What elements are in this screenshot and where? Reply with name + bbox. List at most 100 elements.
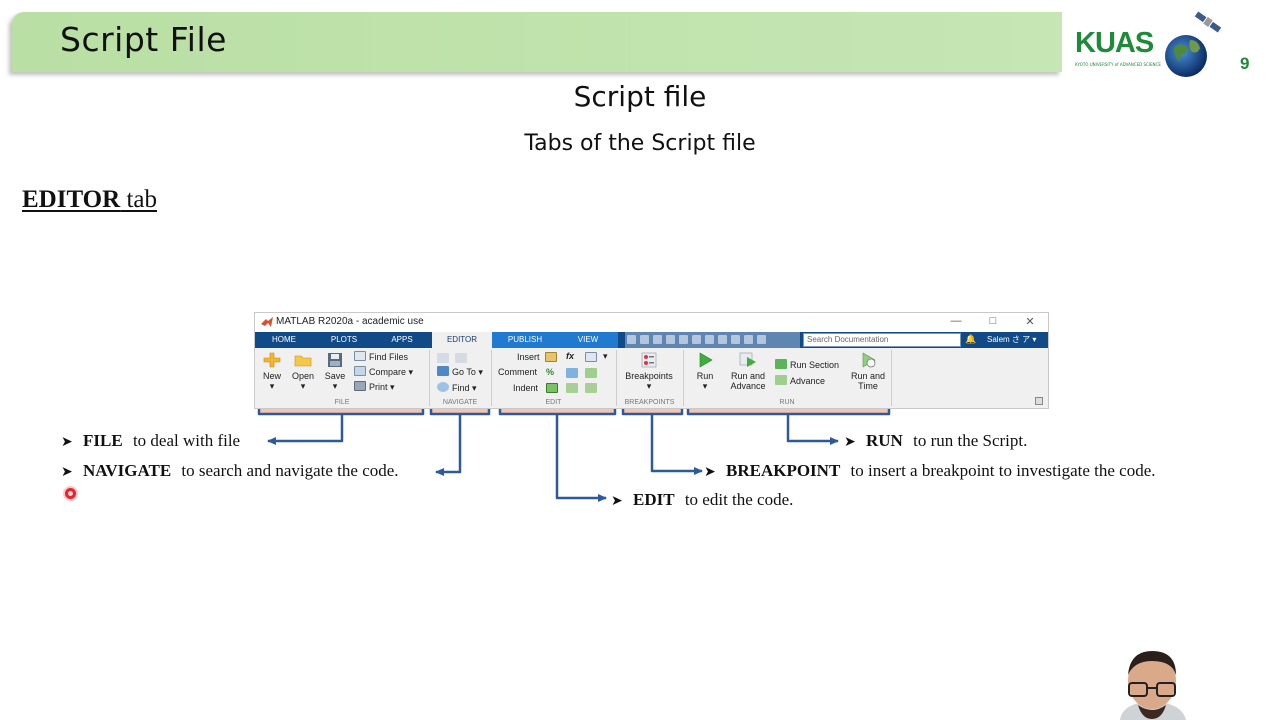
bullet-arrow-icon: ➤ <box>704 465 716 480</box>
tab-publish[interactable]: PUBLISH <box>492 332 558 348</box>
advance-label: Advance <box>790 376 826 386</box>
find-files-button[interactable]: Find Files <box>354 351 408 363</box>
group-label-edit: EDIT <box>545 399 562 406</box>
group-label-breakpoints: BREAKPOINTS <box>624 399 675 406</box>
comment-button[interactable]: Comment <box>498 366 537 378</box>
advance-button[interactable]: Advance <box>775 375 825 387</box>
tab-home[interactable]: HOME <box>272 335 296 344</box>
matlab-titlebar: MATLAB R2020a - academic use — □ ✕ <box>255 313 1048 332</box>
insert-function-icon[interactable] <box>585 352 597 362</box>
run-and-advance-button[interactable]: Run and Advance <box>727 352 769 391</box>
new-plus-icon <box>263 352 281 368</box>
run-section-button[interactable]: Run Section <box>775 359 839 371</box>
run-and-time-button[interactable]: Run and Time <box>847 352 889 391</box>
bullet-arrow-icon: ➤ <box>844 435 856 450</box>
description-breakpoint-text: to insert a breakpoint to investigate th… <box>850 461 1156 480</box>
run-play-icon <box>699 352 713 368</box>
group-label-navigate: NAVIGATE <box>442 399 478 406</box>
description-run: ➤RUN to run the Script. <box>844 431 1027 451</box>
open-label: Open <box>291 371 315 381</box>
find-button[interactable]: Find ▾ <box>437 382 477 394</box>
insert-button[interactable]: Insert <box>517 351 540 363</box>
minimize-icon[interactable]: — <box>950 315 962 327</box>
forward-arrow-icon[interactable] <box>455 353 467 363</box>
breakpoints-label: Breakpoints <box>625 371 673 381</box>
run-and-advance-label-2: Advance <box>730 381 766 391</box>
navigate-arrow <box>435 414 462 476</box>
globe-satellite-icon <box>1165 11 1222 77</box>
slide-title: Script file <box>573 80 707 113</box>
wrap-comments-icon[interactable] <box>585 368 597 378</box>
save-label: Save <box>324 371 346 381</box>
description-file: ➤FILE to deal with file <box>61 431 240 451</box>
description-navigate-term: NAVIGATE <box>83 461 172 480</box>
section-heading: EDITOR tab <box>22 186 157 214</box>
find-files-label: Find Files <box>369 352 409 362</box>
group-divider <box>616 350 617 406</box>
open-button[interactable]: Open▾ <box>290 352 316 391</box>
find-magnifier-icon <box>437 382 449 392</box>
description-navigate: ➤ NAVIGATE to search and navigate the cod… <box>61 461 399 481</box>
group-divider <box>683 350 684 406</box>
comment-label: Comment <box>498 367 538 377</box>
indent-button[interactable]: Indent <box>513 382 538 394</box>
bullet-arrow-icon: ➤ <box>61 435 73 450</box>
breakpoints-icon <box>641 352 657 368</box>
group-label-file: FILE <box>334 399 350 406</box>
run-section-label: Run Section <box>790 360 840 370</box>
breakpoint-arrow <box>650 414 703 475</box>
description-file-text: to deal with file <box>132 431 241 450</box>
comment-percent-icon[interactable]: % <box>546 367 555 377</box>
group-divider <box>429 350 430 406</box>
matlab-window-title: MATLAB R2020a - academic use <box>276 316 424 327</box>
breakpoints-button[interactable]: Breakpoints▾ <box>621 352 677 391</box>
slide-header-bar: Script File <box>12 12 1062 72</box>
tab-plots[interactable]: PLOTS <box>330 335 358 344</box>
description-edit-text: to edit the code. <box>684 490 794 509</box>
go-to-label: Go To ▾ <box>452 367 483 377</box>
run-label: Run <box>696 371 714 381</box>
run-and-advance-label-1: Run and <box>730 371 766 381</box>
collapse-ribbon-icon[interactable] <box>1035 397 1043 405</box>
folder-open-icon <box>294 355 312 367</box>
advance-icon <box>775 375 787 385</box>
editor-ribbon: New▾ Open▾ Save▾ Find Files Compare ▾ Pr… <box>255 348 1048 410</box>
description-navigate-text: to search and navigate the code. <box>181 461 399 480</box>
kuas-logo: KUAS KYOTO UNIVERSITY of ADVANCED SCIENC… <box>1075 28 1161 74</box>
fx-button[interactable]: fx <box>566 351 575 361</box>
tab-editor[interactable]: EDITOR <box>432 332 492 348</box>
bullet-arrow-icon: ➤ <box>61 465 73 480</box>
new-button[interactable]: New▾ <box>260 352 284 391</box>
fx-dropdown-icon[interactable]: ▾ <box>603 351 608 361</box>
print-button[interactable]: Print ▾ <box>354 381 395 393</box>
kuas-logo-subtext: KYOTO UNIVERSITY of ADVANCED SCIENCE <box>1075 62 1161 67</box>
new-label: New <box>262 371 281 381</box>
matlab-logo-icon <box>261 317 273 327</box>
find-label: Find ▾ <box>452 383 477 393</box>
description-breakpoint: ➤BREAKPOINT to insert a breakpoint to in… <box>704 461 1156 481</box>
decrease-indent-icon[interactable] <box>585 383 597 393</box>
maximize-icon[interactable]: □ <box>989 315 997 327</box>
search-documentation-input[interactable]: Search Documentation <box>803 333 961 347</box>
group-divider <box>491 350 492 406</box>
tab-view[interactable]: VIEW <box>558 332 618 348</box>
uncomment-icon[interactable] <box>566 368 578 378</box>
smart-indent-icon[interactable] <box>546 383 558 393</box>
save-button[interactable]: Save▾ <box>322 352 348 391</box>
go-to-button[interactable]: Go To ▾ <box>437 366 483 378</box>
run-button[interactable]: Run▾ <box>691 352 719 391</box>
matlab-tabstrip: HOME PLOTS APPS EDITOR PUBLISH VIEW Sear… <box>255 332 1048 348</box>
back-arrow-icon[interactable] <box>437 353 449 363</box>
user-account-menu[interactable]: Salem さ ア ▾ <box>987 335 1037 344</box>
run-section-icon <box>775 359 787 369</box>
close-icon[interactable]: ✕ <box>1025 316 1035 328</box>
insert-label: Insert <box>517 352 540 362</box>
notification-bell-icon[interactable]: 🔔 <box>965 334 977 344</box>
increase-indent-icon[interactable] <box>566 383 578 393</box>
compare-label: Compare ▾ <box>369 367 414 377</box>
insert-icon <box>545 352 557 362</box>
tab-apps[interactable]: APPS <box>391 335 413 344</box>
quick-access-toolbar[interactable] <box>625 332 800 348</box>
compare-button[interactable]: Compare ▾ <box>354 366 413 378</box>
edit-arrow <box>555 414 607 502</box>
